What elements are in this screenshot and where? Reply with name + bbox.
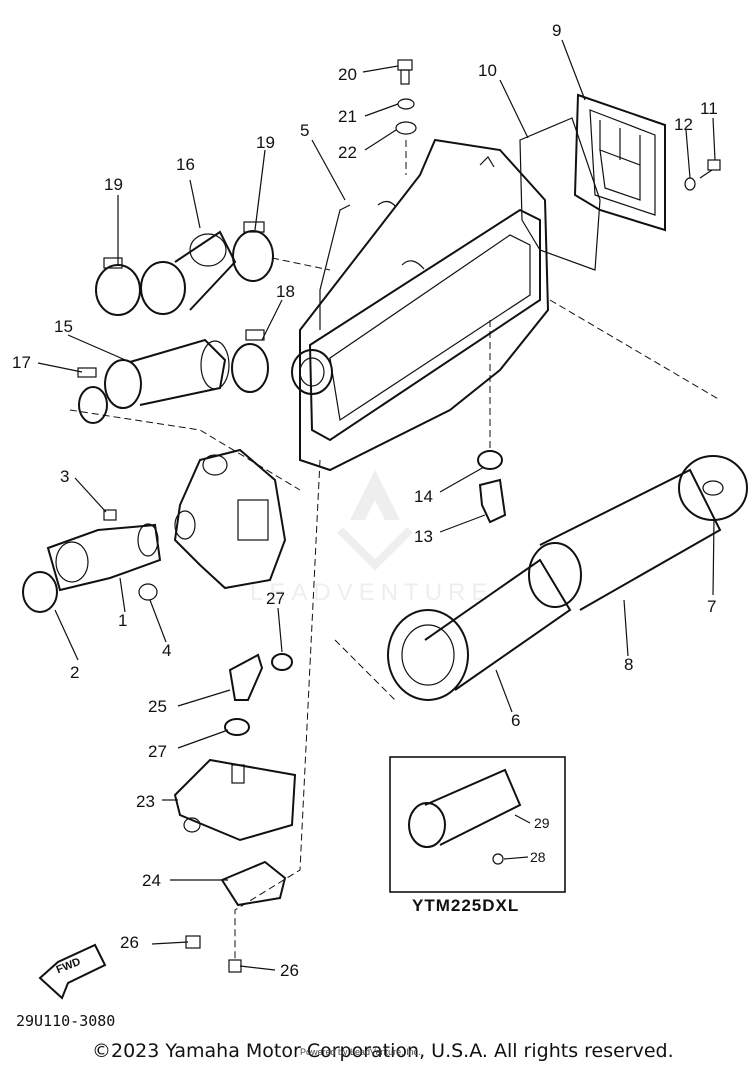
element-6: [387, 558, 572, 701]
screw-3: [103, 509, 117, 521]
callout-11: 11: [700, 99, 718, 118]
callout-3: 3: [60, 467, 70, 486]
hose-15: [104, 338, 230, 409]
inset-box: [389, 756, 566, 893]
callout-22: 22: [338, 143, 357, 162]
clamp-19-right: [232, 221, 274, 282]
leadventure-watermark: LEADVENTURE: [250, 470, 493, 606]
callout-14: 14: [414, 487, 433, 506]
element-8: [528, 468, 722, 611]
screw-11: [699, 159, 721, 179]
callout-4: 4: [162, 641, 172, 660]
part-28: [492, 853, 504, 865]
callout-26-right: 26: [280, 961, 299, 980]
callout-21: 21: [338, 107, 357, 126]
callout-19-right: 19: [256, 133, 275, 152]
o-ring-2: [22, 571, 58, 613]
callout-5: 5: [300, 121, 310, 140]
callout-10: 10: [478, 61, 497, 80]
callout-25: 25: [148, 697, 167, 716]
cover-gasket: [519, 117, 601, 271]
element-guide-7: [678, 455, 748, 521]
carburetor: [173, 448, 287, 590]
callout-12: 12: [674, 115, 693, 134]
callout-2: 2: [70, 663, 80, 682]
air-cleaner-case: [291, 138, 550, 472]
callout-6: 6: [511, 711, 521, 730]
callout-1: 1: [118, 611, 128, 630]
joint-13: [478, 478, 507, 524]
callout-29: 29: [534, 815, 550, 831]
clamp-27-lower: [224, 718, 250, 736]
copyright-notice: ©2023 Yamaha Motor Corporation, U.S.A. A…: [92, 1040, 674, 1062]
clamp-14: [477, 450, 503, 470]
washer-21: [397, 98, 415, 110]
washer-12: [684, 177, 696, 191]
leader-lines: [37, 39, 716, 971]
clamp-17: [77, 367, 108, 424]
callout-20: 20: [338, 65, 357, 84]
callout-28: 28: [530, 849, 546, 865]
grommet-22: [395, 121, 417, 135]
carb-joint-1: [46, 523, 162, 592]
callout-27-lower: 27: [148, 742, 167, 761]
callout-24: 24: [142, 871, 161, 890]
callout-19-left: 19: [104, 175, 123, 194]
hose-25: [228, 653, 264, 701]
callout-18: 18: [276, 282, 295, 301]
drain-tank-23: [173, 758, 297, 842]
callout-17: 17: [12, 353, 31, 372]
assembly-lines: [69, 140, 721, 960]
callout-8: 8: [624, 655, 634, 674]
callout-16: 16: [176, 155, 195, 174]
callout-23: 23: [136, 792, 155, 811]
bolt-26-left: [185, 935, 201, 949]
inset-model-label: YTM225DXL: [412, 896, 520, 915]
element-29: [424, 768, 522, 846]
clamp-27-upper: [271, 653, 293, 671]
drawing-code: 29U110-3080: [16, 1012, 116, 1030]
callout-13: 13: [414, 527, 433, 546]
bolt-26-right: [228, 959, 242, 973]
callout-27-upper: 27: [266, 589, 285, 608]
bracket-24: [220, 860, 287, 907]
clamp-19-left: [95, 257, 141, 316]
callout-15: 15: [54, 317, 73, 336]
callout-26-left: 26: [120, 933, 139, 952]
callout-7: 7: [707, 597, 717, 616]
fwd-arrow-icon: [38, 943, 107, 1000]
air-cleaner-cover: [573, 93, 666, 232]
joint-16: [140, 230, 237, 315]
bolt-20: [397, 59, 413, 85]
clamp-4: [138, 583, 158, 601]
powered-by-credit: Powered by LeadVenture, Inc.: [300, 1047, 421, 1057]
watermark-text: LEADVENTURE: [250, 579, 493, 606]
callout-9: 9: [552, 21, 562, 40]
